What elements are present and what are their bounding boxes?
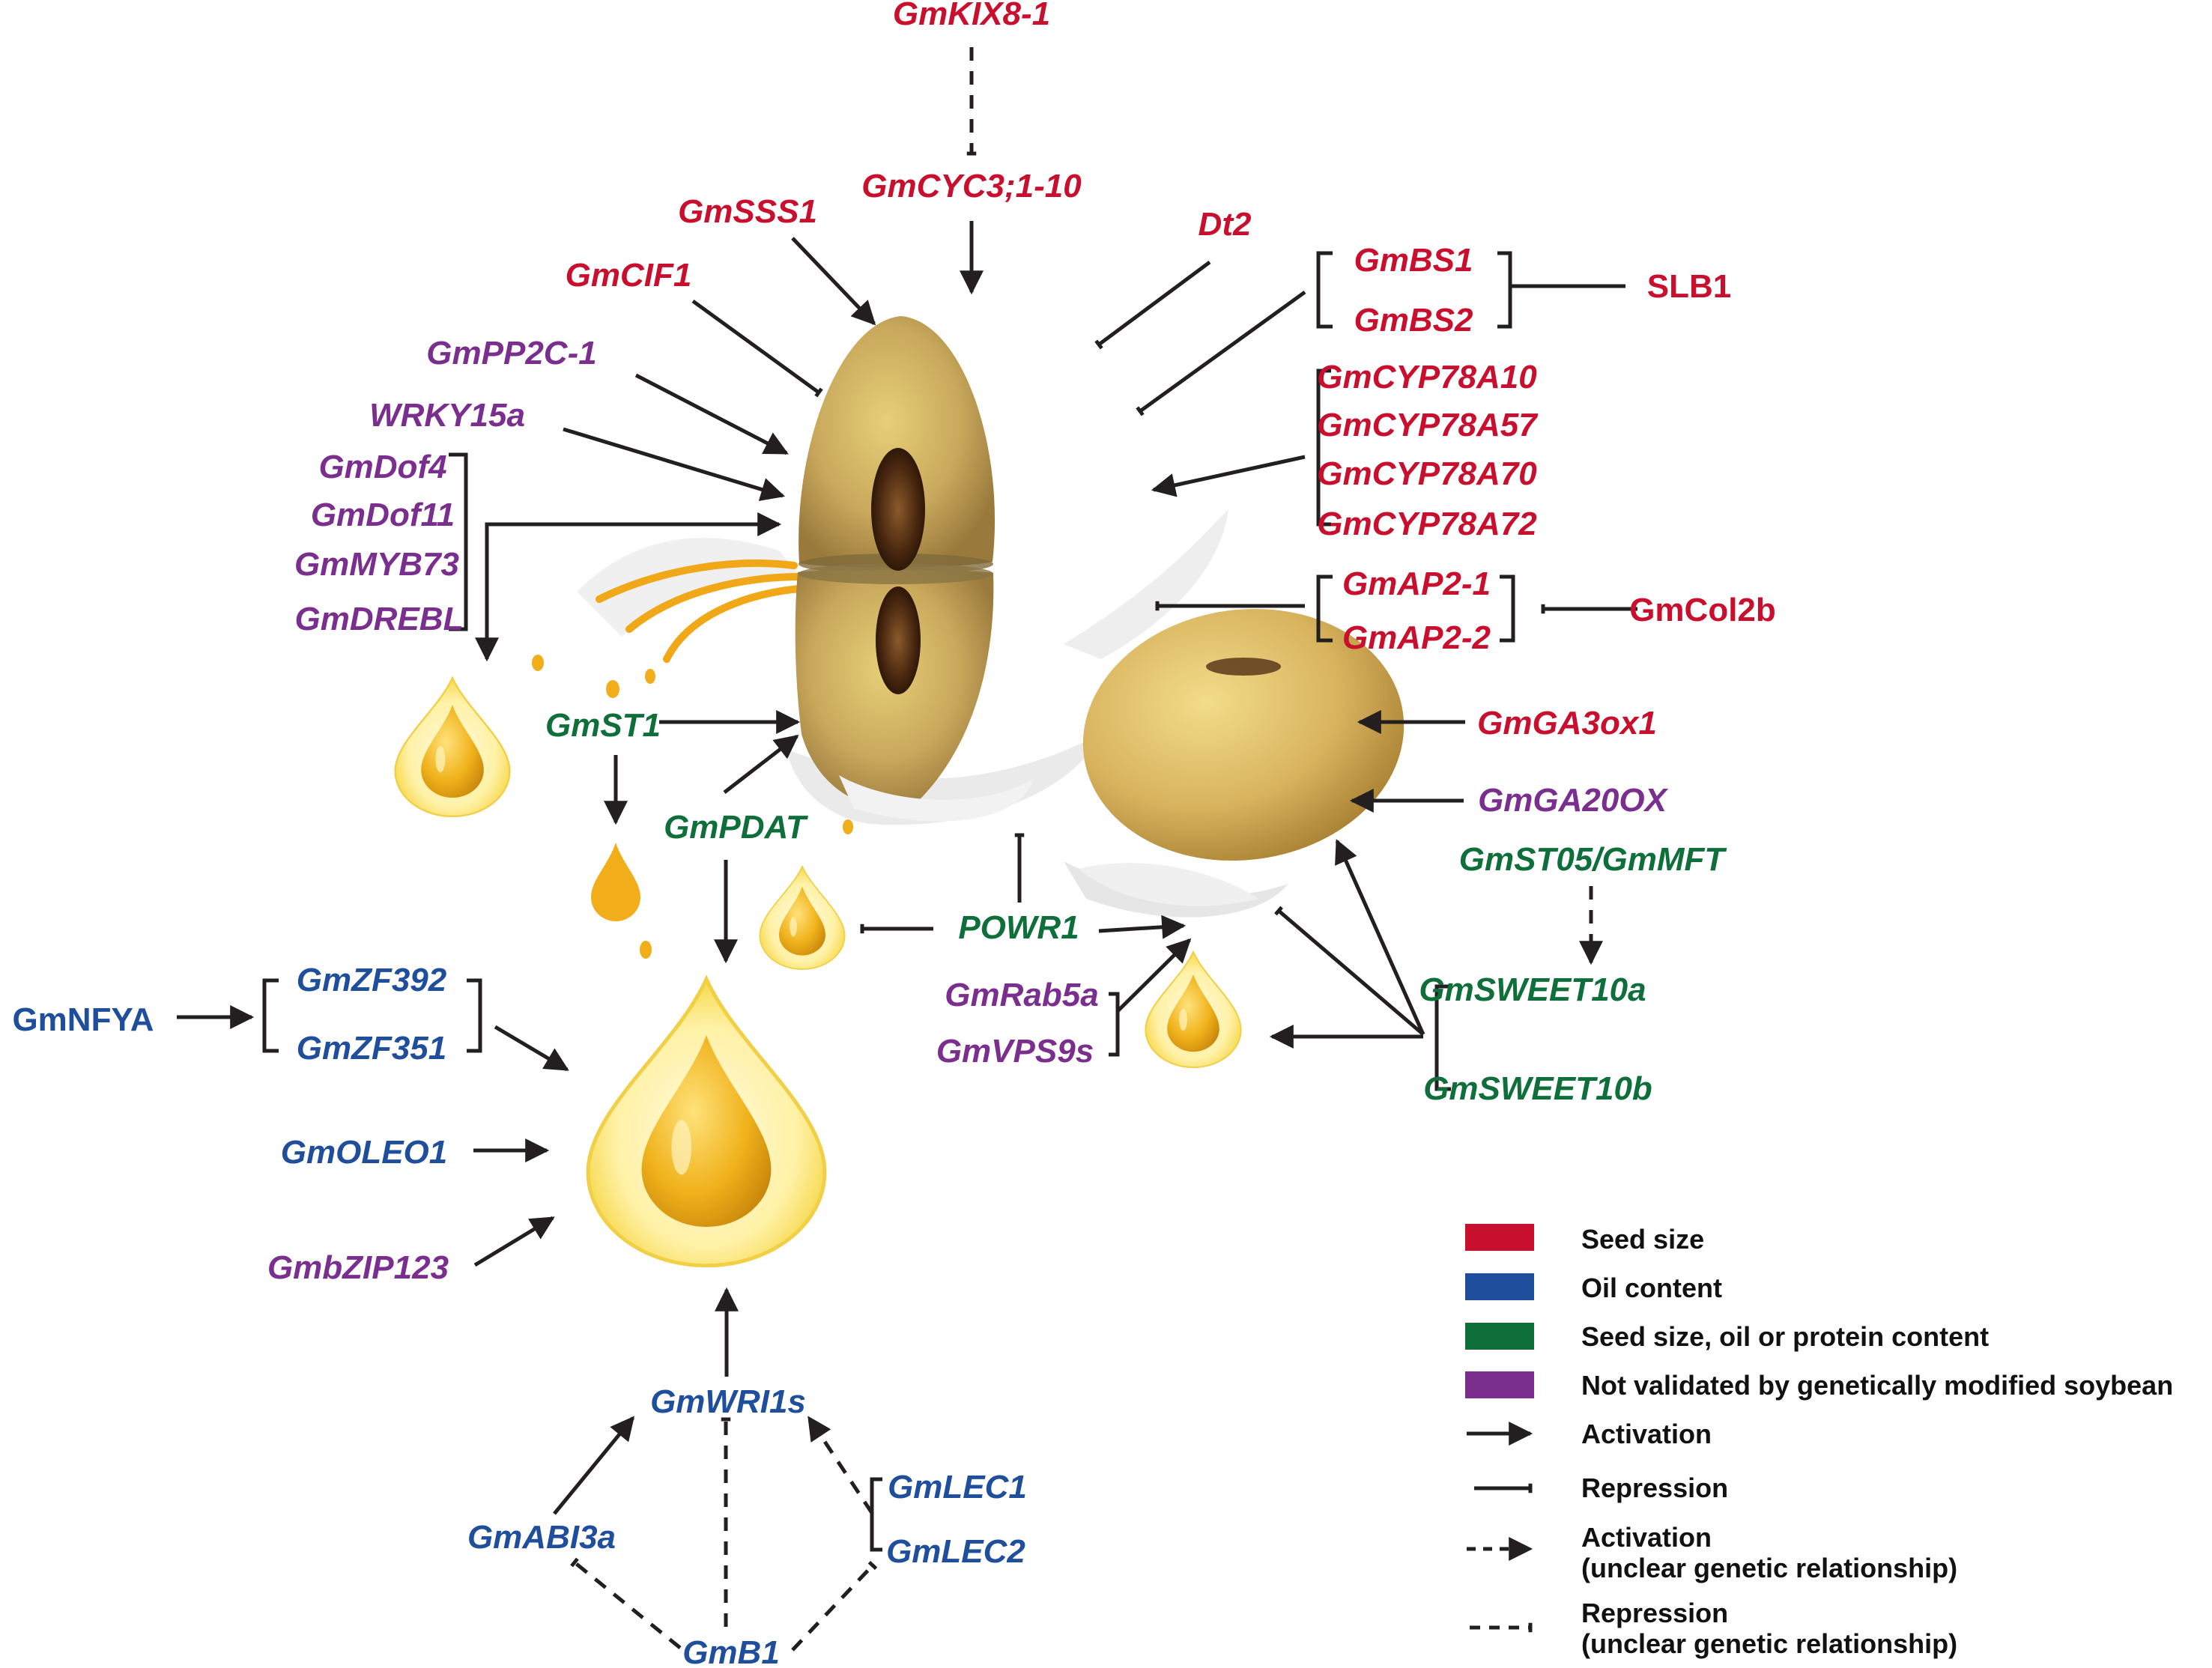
legend-swatch-oil-content	[1465, 1273, 1534, 1300]
edge-b1-abi3a	[570, 1557, 682, 1649]
bracket-bs	[1316, 251, 1333, 329]
edge-cyp-seed	[1151, 455, 1306, 497]
gene-label: GmNFYA	[12, 1001, 154, 1038]
edge-b1-lec	[791, 1560, 878, 1652]
gene-label: GmCIF1	[566, 257, 692, 294]
gene-label: GmBS2	[1354, 302, 1473, 339]
oil-drop-large-icon	[588, 979, 825, 1265]
bracket-ap2	[1316, 574, 1333, 643]
edge-sss1-seed	[791, 237, 876, 326]
bracket-bs-right	[1497, 251, 1512, 329]
legend-label: (unclear genetic relationship)	[1581, 1628, 1957, 1659]
gene-label: GmGA20OX	[1478, 782, 1669, 819]
gene-label: GmST1	[545, 707, 661, 744]
bracket-lec	[870, 1477, 882, 1552]
oil-drop-icon	[394, 676, 511, 818]
gene-label: GmB1	[682, 1634, 780, 1668]
edge-lec-wri1s	[807, 1416, 874, 1514]
gene-label: GmSWEET10a	[1419, 971, 1646, 1008]
bracket-rab5a	[1109, 992, 1120, 1057]
oil-splash	[596, 559, 813, 663]
gene-label: POWR1	[958, 909, 1079, 946]
gene-label: GmSWEET10b	[1423, 1070, 1652, 1107]
gene-label: GmCYP78A70	[1317, 455, 1537, 492]
edge-rab5a-seed	[1116, 938, 1192, 1013]
oil-droplets-small	[532, 655, 853, 959]
edge-sweet-seed-a	[1335, 839, 1425, 1036]
gene-label: GmDof4	[318, 449, 446, 485]
gene-label: GmMYB73	[294, 546, 459, 583]
edge-zf-drop	[494, 1025, 569, 1072]
legend-label: Activation	[1581, 1419, 1712, 1449]
legend: Seed size Oil content Seed size, oil or …	[1465, 1224, 2173, 1659]
legend-swatch-seed-size	[1465, 1224, 1534, 1251]
gene-label: GmVPS9s	[936, 1033, 1094, 1070]
bracket-cyp	[1316, 369, 1331, 527]
gene-label: GmCYC3;1-10	[861, 168, 1082, 204]
gene-label: GmABI3a	[467, 1519, 616, 1556]
gene-label: GmLEC1	[888, 1469, 1027, 1505]
gene-label: GmBS1	[1354, 242, 1473, 279]
legend-swatch-not-validated	[1465, 1371, 1534, 1398]
milk-front	[839, 775, 1258, 906]
gene-labels: GmKIX8-1 GmCYC3;1-10 GmSSS1 Dt2 GmCIF1 G…	[12, 0, 1775, 1668]
legend-label: Not validated by genetically modified so…	[1581, 1370, 2173, 1401]
gene-label: GmGA3ox1	[1477, 705, 1657, 741]
gene-label: GmPP2C-1	[426, 335, 596, 371]
gene-label: GmSSS1	[678, 193, 817, 230]
legend-swatch-multi	[1465, 1323, 1534, 1350]
edge-cif1-seed	[691, 299, 823, 398]
oil-drop-icon	[759, 865, 846, 971]
gene-label: GmRab5a	[945, 977, 1098, 1013]
edges	[177, 47, 1637, 1652]
edge-wrky15a-seed	[563, 427, 786, 501]
gene-label: GmCYP78A72	[1317, 506, 1537, 542]
gene-label: GmKIX8-1	[893, 0, 1050, 32]
bracket-zf-right	[467, 978, 482, 1053]
gene-label: GmPDAT	[664, 809, 808, 846]
bracket-dof	[449, 452, 468, 631]
edge-bs-seed	[1136, 290, 1306, 416]
gene-label: SLB1	[1647, 268, 1731, 305]
edge-powr1-seed2	[1098, 915, 1187, 939]
edge-abi3a-wri1s	[553, 1416, 635, 1515]
gene-label: GmCol2b	[1629, 592, 1776, 628]
legend-label: Seed size	[1581, 1224, 1704, 1255]
bracket-sweet	[1434, 984, 1451, 1091]
bracket-ap2-right	[1500, 574, 1515, 643]
edge-dof-seed	[485, 512, 782, 536]
legend-label: Repression	[1581, 1598, 1728, 1628]
gene-label: GmZF392	[297, 962, 447, 998]
legend-label: Oil content	[1581, 1273, 1722, 1303]
edge-dt2-seed	[1094, 260, 1211, 350]
gene-label: GmbZIP123	[267, 1249, 449, 1286]
gene-label: GmCYP78A57	[1317, 407, 1539, 443]
edge-pdat-seed	[723, 735, 799, 794]
gene-label: GmST05/GmMFT	[1459, 841, 1727, 878]
hilum	[871, 448, 925, 694]
gene-label: Dt2	[1199, 206, 1252, 243]
gene-label: GmLEC2	[886, 1533, 1025, 1570]
edge-pp2c-seed	[634, 373, 789, 455]
gene-label: GmDof11	[311, 497, 455, 533]
gene-label: GmAP2-2	[1342, 619, 1491, 656]
gene-label: GmZF351	[297, 1030, 447, 1067]
gene-label: WRKY15a	[369, 397, 525, 434]
edge-bzip123-drop	[473, 1216, 555, 1267]
legend-label: Repression	[1581, 1473, 1728, 1503]
gene-label: GmDREBL	[295, 601, 464, 637]
gene-label: GmAP2-1	[1342, 565, 1491, 602]
legend-label: Activation	[1581, 1522, 1712, 1553]
whole-seed	[1082, 608, 1405, 861]
legend-label: Seed size, oil or protein content	[1581, 1321, 1989, 1352]
edge-sweet-seed-b	[1274, 906, 1425, 1036]
gene-label: GmOLEO1	[281, 1134, 448, 1171]
gene-label: GmCYP78A10	[1317, 359, 1537, 395]
bracket-nfya-zf	[262, 978, 279, 1053]
gene-label: GmWRI1s	[650, 1383, 806, 1420]
legend-label: (unclear genetic relationship)	[1581, 1553, 1957, 1583]
